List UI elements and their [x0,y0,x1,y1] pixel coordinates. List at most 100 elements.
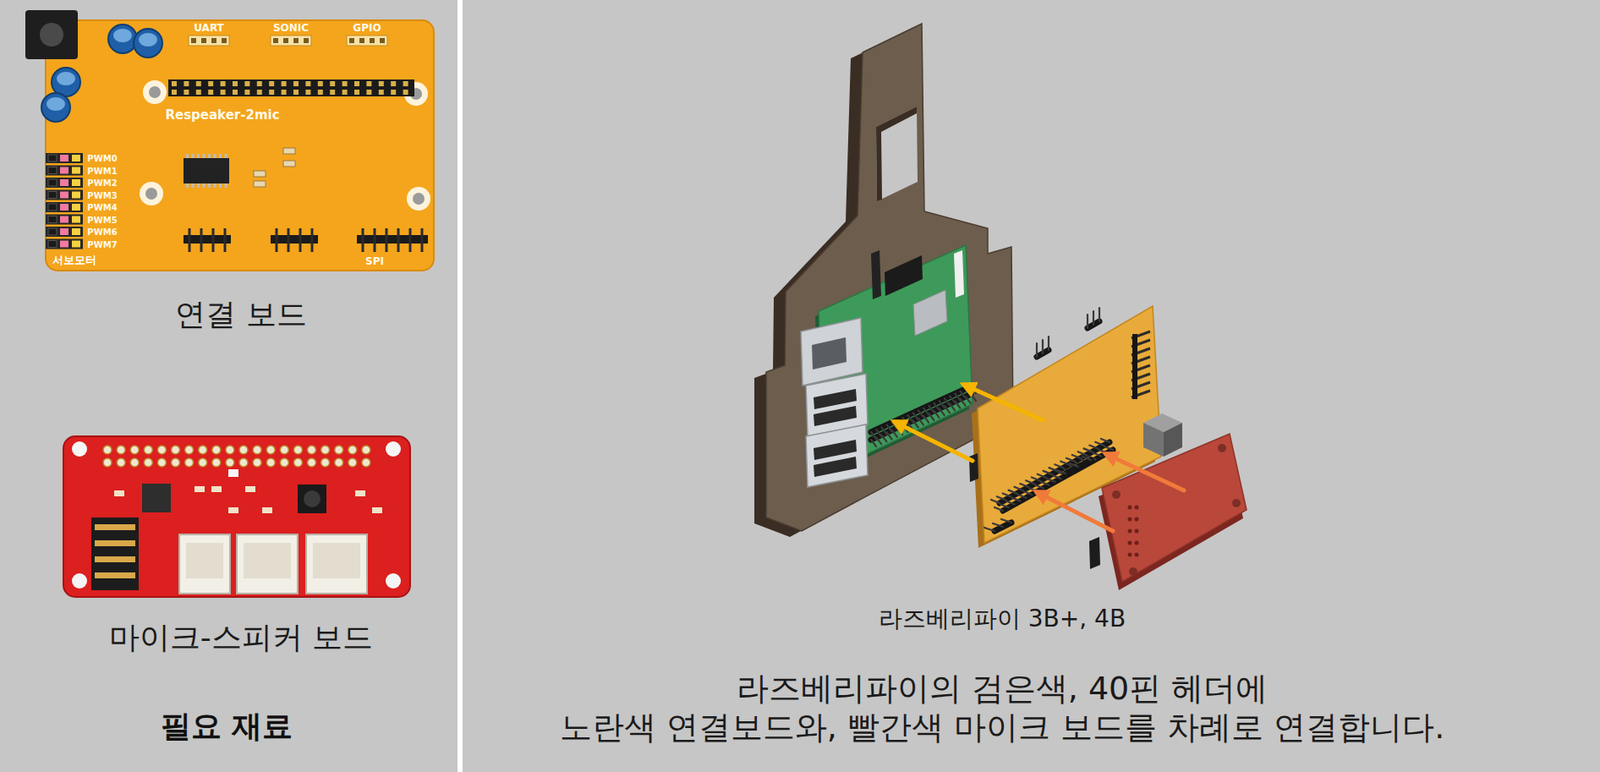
mounting-hole [139,181,164,206]
header-hole [279,458,289,467]
header-pin [208,89,214,95]
header-hole [130,445,139,455]
header-pin [257,89,263,95]
header-hole [1128,553,1133,558]
board-pcb [63,436,411,598]
servo-pin [71,167,81,175]
mounting-plate [766,23,1014,532]
pi-gpio-pin [939,408,945,416]
header-pin [196,81,202,87]
pin-connector [188,35,230,46]
connector-pin [191,38,197,44]
connector-pin [303,38,309,44]
header-hole [334,458,344,467]
servo-pin [48,167,57,175]
long-header-pin [1095,442,1104,446]
long-header-pin [1060,461,1069,466]
servo-pin [48,191,57,199]
audio-jack [91,517,139,591]
chip-leg [208,153,211,159]
header-pin [390,89,396,95]
assembly-arrow [1106,454,1184,491]
long-header-pin [1037,474,1047,478]
servo-header [45,190,83,201]
header-hole [1128,529,1133,534]
header-hole [252,445,262,455]
bottom-pin [373,228,377,253]
header-hole [1128,505,1133,510]
pi-gpio-pin [954,394,960,401]
header-pin [366,89,372,95]
servo-pin [60,179,69,187]
pi-gpio-pin [876,437,882,444]
header-pin [329,81,335,87]
capacitor [133,28,163,58]
mounting-hole [142,80,167,105]
silkscreen-label: PWM4 [87,202,117,213]
header-pin [403,89,409,95]
chip-leg [191,183,195,188]
long-header-pin [1054,464,1064,468]
header-hole [348,458,357,467]
servo-header [45,226,83,237]
header-pin [354,89,360,95]
assembly-arrow [1036,492,1113,532]
top-header-pin [1092,311,1095,325]
header-hole [185,458,194,467]
header-hole [103,458,112,467]
long-header-pin [997,496,1006,500]
pi-gpio-pin [913,420,919,428]
header-hole [279,445,289,455]
servo-pin [71,241,81,248]
servo-pin [48,203,57,211]
pi-gpio-pin [965,396,971,404]
pin-connector [346,35,388,46]
usb-opening [813,439,857,461]
servo-header [45,165,83,176]
header-pin [171,89,177,95]
dc-jack-hole [39,22,64,47]
pi-gpio-pin [897,427,903,435]
header-pin [342,89,348,95]
header-hole [1128,541,1133,546]
servo-pin [60,167,69,175]
header-pin [366,81,372,87]
mounting-hole [1128,567,1138,576]
pi-gpio-pin [944,405,950,413]
long-header-pin [1002,493,1012,497]
bottom-pin [311,228,314,253]
long-header-pin [1104,446,1113,450]
bottom-pin [385,228,389,253]
long-header-pin [1025,480,1035,484]
smd-part [253,170,266,177]
chip-leg [219,183,222,188]
long-header-pin [1012,498,1021,502]
header-pin [305,89,311,95]
plate-handle-hole [876,106,918,202]
bottom-pin [287,228,291,253]
cube-left [1143,422,1164,457]
board-pcb [45,20,434,271]
header-pin [244,81,250,87]
connector-pin [201,38,207,44]
long-header-pin [1035,484,1044,488]
pi-gpio-pin [913,412,919,420]
servo-pin [71,228,81,236]
chip-leg [197,183,200,188]
header-pin [378,81,384,87]
pi-gpio-pin [887,432,893,439]
header-hole [130,458,139,467]
header-pin [171,81,177,87]
chip-leg [202,153,206,159]
mic-board-photo [63,436,411,598]
servo-pin [60,203,69,211]
grove-opening [312,542,361,579]
silkscreen-label: PWM0 [87,153,117,164]
pi-gpio-pin [934,410,940,418]
header-pin [183,89,189,95]
ethernet-port [800,317,863,386]
assembly-illustration [754,23,1247,591]
small-header-pin [992,523,1003,527]
panel-divider [457,0,463,772]
header-pin [281,81,287,87]
